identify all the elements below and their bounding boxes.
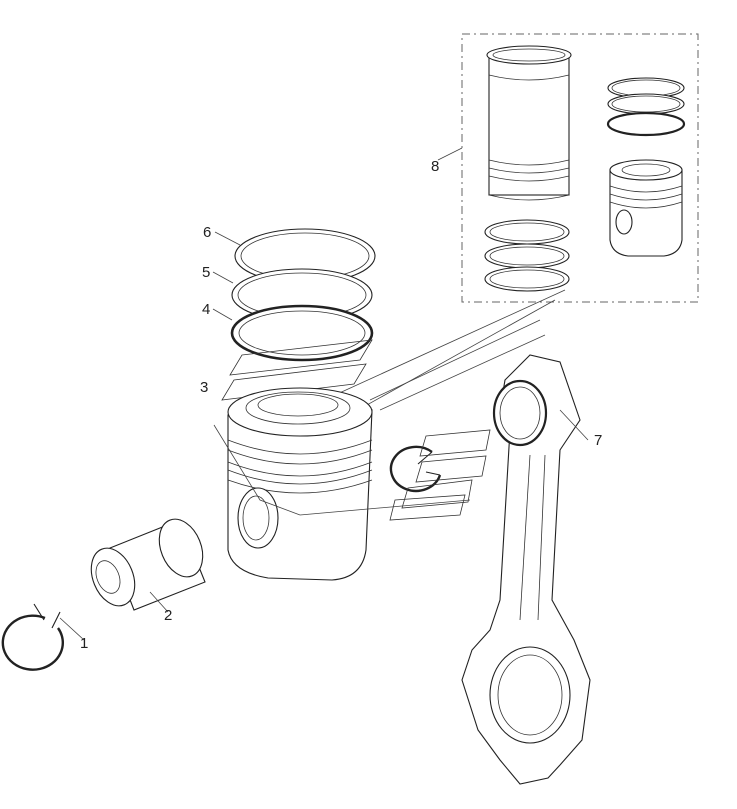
callout-5: 5 (202, 264, 210, 281)
kit-piston (609, 159, 683, 257)
piston-ring-oil (230, 304, 374, 362)
callout-6: 6 (203, 224, 211, 241)
callout-2: 2 (164, 607, 172, 624)
circlip-left (1, 603, 65, 671)
kit-leader-2 (339, 299, 556, 421)
callout-labels: 1 2 3 4 5 6 7 8 (80, 158, 602, 652)
circlip-ghost-outlines (299, 319, 546, 521)
kit-cylinder-liner (486, 45, 572, 201)
kit-leader-1 (334, 289, 566, 396)
kit-liner-seals (484, 219, 570, 292)
piston-pin (90, 518, 206, 611)
callout-leaders (59, 147, 589, 641)
ring-ghost-outlines (221, 339, 373, 401)
piston (213, 387, 373, 581)
callout-7: 7 (594, 432, 602, 449)
connecting-rod (461, 354, 591, 785)
callout-1: 1 (80, 635, 88, 652)
circlip-right (389, 445, 442, 493)
kit-piston-rings (606, 77, 686, 137)
callout-4: 4 (202, 301, 210, 318)
callout-8: 8 (431, 158, 439, 175)
callout-3: 3 (200, 379, 208, 396)
kit-box (461, 33, 699, 303)
